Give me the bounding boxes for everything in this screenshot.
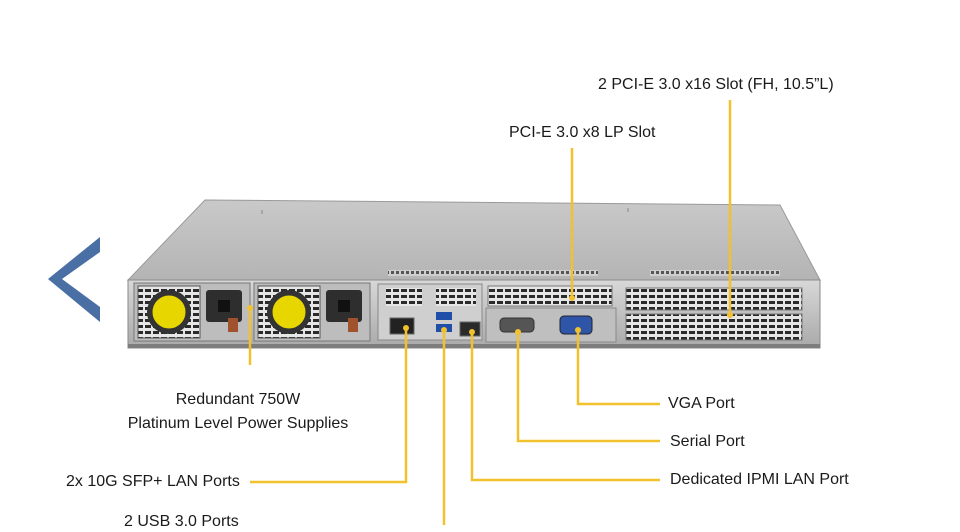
io-panel [377,283,483,341]
vga-port [559,315,593,335]
label-serial-port: Serial Port [670,433,745,450]
serial-vga-panel [485,307,617,343]
label-ipmi-lan-port: Dedicated IPMI LAN Port [670,471,849,488]
usb-port [436,312,452,320]
label-pcie-x16-slot: 2 PCI-E 3.0 x16 Slot (FH, 10.5”L) [598,76,834,93]
pcie-x16-slot-2 [625,313,803,341]
callout-lines [248,100,732,525]
label-usb-ports: 2 USB 3.0 Ports [124,513,239,530]
ipmi-lan-port [459,321,481,337]
label-vga-port: VGA Port [668,395,735,412]
sfp-port [389,317,415,335]
label-sfp-lan-ports: 2x 10G SFP+ LAN Ports [66,473,240,490]
top-vent [388,270,598,276]
pcie-x16-slot-1 [625,287,803,311]
chevron-left-icon[interactable] [40,232,110,327]
label-psu-line1: Redundant 750W [175,391,301,408]
callout-dots [247,295,733,335]
label-psu-line2: Platinum Level Power Supplies [127,415,349,432]
pcie-x8-slot [487,285,613,307]
power-supply-1 [133,282,251,342]
label-pcie-x8-slot: PCI-E 3.0 x8 LP Slot [509,124,656,141]
chassis-top [126,199,821,281]
top-vent [650,270,780,276]
power-supply-2 [253,282,371,342]
